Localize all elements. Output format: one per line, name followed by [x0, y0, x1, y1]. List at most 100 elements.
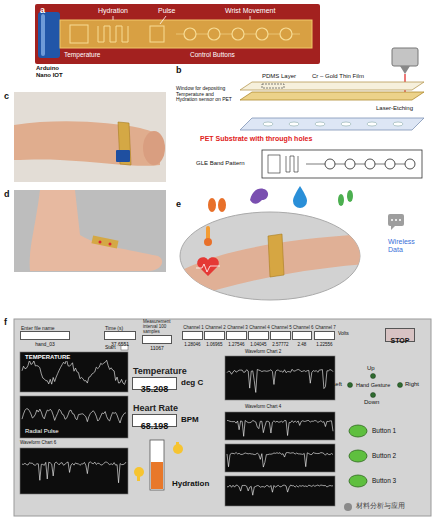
- channel-indicator: Channel 21.06965: [204, 331, 225, 340]
- indicator-value: 1.04045: [250, 341, 266, 348]
- indicator-heading: Channel 3: [227, 326, 248, 331]
- waveform-chart: [225, 356, 335, 400]
- foot-icon: [338, 194, 344, 206]
- lungs-icon: [218, 198, 226, 212]
- channel-indicator: Channel 41.04045: [248, 331, 269, 340]
- channel-indicator: Channel 52.57772: [270, 331, 291, 340]
- wrist-band: [268, 234, 284, 277]
- through-hole: [289, 122, 299, 126]
- sensor-label: Control Buttons: [190, 51, 235, 58]
- chart-name: Waveform Chart 2: [245, 350, 281, 355]
- sensor-dot: [109, 243, 112, 246]
- foot: [30, 190, 163, 271]
- indicator-value: 2.48: [298, 341, 307, 348]
- unit-label: Volts: [338, 331, 349, 337]
- heart-icon: [197, 257, 219, 276]
- control-button-pad: [256, 28, 268, 40]
- gold-band: [60, 20, 312, 48]
- time-indicator: Time (s)37.6551: [104, 331, 136, 340]
- pdms-layer: [240, 82, 424, 90]
- photo-ground: [14, 190, 166, 272]
- channel-indicator: Channel 31.27546: [226, 331, 247, 340]
- temperature-pad: [70, 25, 88, 43]
- thumbs-down-icon: [137, 476, 140, 481]
- panel-letter: c: [4, 92, 9, 102]
- pattern-button: [405, 159, 415, 169]
- pulse-pad: [150, 26, 164, 42]
- gesture-label: Hand Gesture: [356, 382, 390, 388]
- gesture-label: Left: [332, 381, 342, 388]
- button-led: [349, 425, 367, 437]
- droplet-icon: [293, 186, 307, 208]
- toggle-label: Start: [105, 345, 116, 351]
- layer-label: PDMS Layer: [262, 73, 296, 80]
- indicator-heading: Channel 6: [293, 326, 313, 331]
- waveform-chart: [20, 352, 128, 392]
- gesture-led: [371, 393, 376, 398]
- gesture-label: Down: [364, 399, 379, 406]
- band-photo-ground: [35, 4, 320, 64]
- chart-title: TEMPERATURE: [24, 354, 71, 361]
- file-name-box: Enter file namehand_03: [20, 331, 70, 340]
- indicator-heading: Time (s): [105, 326, 123, 332]
- thermometer-bulb: [204, 238, 212, 246]
- control-button-pad: [208, 28, 220, 40]
- ankle-sensor: [91, 235, 118, 248]
- sensor-label: Hydration: [98, 7, 128, 15]
- indicator-heading: Channel 7: [315, 326, 336, 331]
- waveform-trace: [227, 420, 333, 436]
- indicator-value: 1.06965: [206, 341, 222, 348]
- lungs-icon: [208, 198, 216, 212]
- panel-letter: d: [4, 190, 10, 200]
- gesture-label: Up: [367, 365, 375, 372]
- cr-gold-layer: [240, 92, 424, 100]
- waveform-chart: [225, 412, 335, 440]
- chart-name: Waveform Chart 6: [20, 441, 56, 446]
- interval-indicator: Measurement interval 100 samples11067: [142, 335, 172, 344]
- button-label: Button 2: [372, 452, 396, 459]
- chat-dot: [399, 219, 401, 221]
- control-button-pad: [280, 28, 292, 40]
- pattern-label: GLE Band Pattern: [196, 160, 245, 167]
- sensor-label: Wrist Movement: [225, 7, 275, 15]
- pattern-button: [345, 159, 355, 169]
- laser-nozzle: [400, 66, 410, 74]
- indicator-heading: Channel 5: [271, 326, 292, 331]
- sensor-label: Temperature: [64, 51, 101, 58]
- indicator-value: 68.198: [141, 421, 169, 432]
- indicator-value: 35.208: [141, 384, 169, 395]
- through-hole: [315, 122, 325, 126]
- waveform-chart: [225, 444, 335, 472]
- chart-name: Waveform Chart 4: [245, 405, 281, 410]
- muscle-icon: [250, 188, 268, 203]
- heart-rate-indicator: Heart Rate68.198: [132, 414, 177, 427]
- through-hole: [367, 122, 377, 126]
- through-hole: [341, 122, 351, 126]
- through-hole: [263, 122, 273, 126]
- pattern-button: [325, 159, 335, 169]
- indicator-heading: Channel 4: [249, 326, 270, 331]
- chat-tail: [391, 226, 395, 230]
- gle-pattern-frame: [262, 150, 422, 178]
- waveform-trace: [227, 369, 333, 392]
- gesture-led: [398, 383, 403, 388]
- channel-indicator: Channel 71.22556: [314, 331, 335, 340]
- chat-dot: [395, 219, 397, 221]
- indicator-value: 1.22556: [316, 341, 332, 348]
- control-button-pad: [232, 28, 244, 40]
- pet-substrate: [240, 118, 424, 130]
- indicator-heading: Measurement interval 100 samples: [143, 320, 183, 335]
- arm: [178, 234, 365, 302]
- indicator-heading: Temperature: [133, 367, 187, 377]
- hand: [143, 131, 165, 165]
- waveform-chart: [225, 476, 335, 506]
- waveform-trace: [227, 453, 333, 468]
- layer-label: Cr – Gold Thin Film: [312, 73, 364, 80]
- sensor-window: [262, 84, 284, 88]
- pattern-pad: [268, 155, 280, 173]
- thumbs-down-icon: [134, 467, 144, 477]
- arduino-module: [38, 12, 60, 58]
- unit-label: deg C: [181, 379, 203, 388]
- temperature-indicator: Temperature35.208: [132, 377, 177, 390]
